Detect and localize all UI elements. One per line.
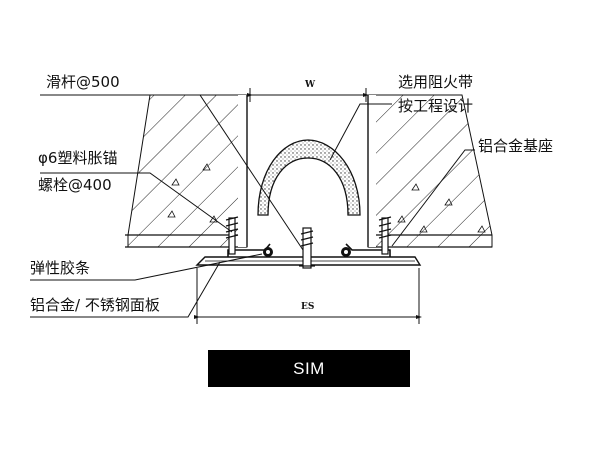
right-joint-face [364, 95, 376, 247]
label-anchor-2: 螺栓@400 [38, 176, 112, 194]
label-anchor-1: φ6塑料胀锚 [38, 149, 118, 167]
left-joint-face [238, 95, 250, 247]
label-aluminum-base: 铝合金基座 [478, 137, 554, 155]
label-fire-belt-1: 选用阻火带 [398, 73, 474, 91]
label-slide-rod: 滑杆@500 [46, 73, 120, 91]
anchor-bolts [225, 216, 392, 255]
dimension-w-label: W [305, 80, 316, 90]
aggregate-marks [167, 163, 486, 233]
title-text: SIM [293, 358, 325, 378]
right-concrete-slab [367, 94, 493, 248]
slide-rod [299, 227, 315, 269]
title-bar: SIM [208, 350, 410, 387]
label-rubber-strip: 弹性胶条 [30, 259, 91, 277]
left-concrete-slab [125, 94, 248, 248]
dimension-es [194, 268, 422, 324]
label-fire-belt-2: 按工程设计 [398, 97, 474, 115]
rubber-strips [263, 247, 351, 257]
dimension-es-label: ES [301, 302, 315, 312]
leader-lines [30, 94, 475, 318]
fire-barrier [257, 139, 361, 216]
label-cover-plate: 铝合金/ 不锈钢面板 [30, 296, 160, 314]
aluminum-base [227, 243, 391, 257]
dimension-w [247, 88, 369, 102]
